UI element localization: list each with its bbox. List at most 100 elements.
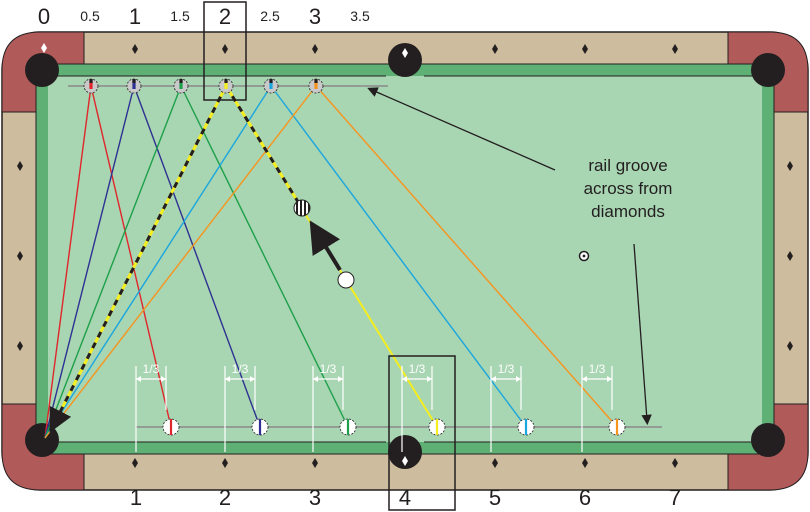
diamond-icon <box>582 44 588 54</box>
pocket-icon <box>751 423 785 457</box>
arrow-icon <box>427 376 432 382</box>
bottom-label-4: 4 <box>399 485 411 510</box>
diamond-icon <box>492 44 498 54</box>
top-labels: 0 0.5 1 1.5 2 2.5 3 3.5 <box>38 4 370 29</box>
diamond-icon <box>312 44 318 54</box>
arrow-icon <box>309 220 342 272</box>
diamond-icon <box>17 341 23 351</box>
diamond-icon <box>41 43 47 53</box>
cloth <box>48 76 762 442</box>
ball-stripe-top <box>132 79 136 83</box>
bottom-label-2: 2 <box>219 485 231 510</box>
shot-line-orange-a <box>44 85 317 439</box>
diamond-icon <box>132 458 138 468</box>
shot-line-blue-b <box>133 85 261 428</box>
shot-line-cyan-a <box>44 85 272 439</box>
spot-center <box>582 254 586 258</box>
arrow-icon <box>225 376 230 382</box>
dashed-path-yellow-b <box>224 85 302 206</box>
top-label-1: 1 <box>129 4 141 29</box>
bottom-label-7: 7 <box>669 485 681 510</box>
diamond-icon <box>402 456 408 466</box>
pockets <box>25 43 785 469</box>
bottom-label-3: 3 <box>309 485 321 510</box>
shot-line-red-a <box>44 85 92 439</box>
pocket-icon <box>25 423 59 457</box>
arrow-icon <box>607 376 612 382</box>
arrow-icon <box>136 376 141 382</box>
annotation-line-2: across from <box>584 179 673 198</box>
diamond-icon <box>492 458 498 468</box>
pocket-icon <box>388 435 422 469</box>
ball-stripe-top <box>89 79 93 83</box>
third-label: 1/3 <box>143 362 160 376</box>
top-label-2: 2 <box>219 4 231 29</box>
ball-stripe <box>179 79 183 89</box>
table-frame <box>1 31 809 491</box>
diamond-icon <box>312 458 318 468</box>
diamond-icon <box>132 44 138 54</box>
ball-stripe <box>224 79 228 89</box>
rail-diamonds <box>17 44 793 468</box>
bottom-label-5: 5 <box>489 485 501 510</box>
pocket-icon <box>25 53 59 87</box>
arrow-icon <box>338 376 343 382</box>
arrow-icon <box>313 376 318 382</box>
pocket-icon <box>388 43 422 77</box>
top-label-1-5: 1.5 <box>170 8 190 24</box>
object-ball-icon <box>293 199 311 217</box>
third-label: 1/3 <box>409 362 426 376</box>
top-label-0-5: 0.5 <box>80 8 100 24</box>
shot-line-cyan-b <box>270 85 527 428</box>
diamond-icon <box>402 48 408 58</box>
arrow-icon <box>161 376 166 382</box>
highlight-box-4 <box>388 355 456 511</box>
ball-stripe <box>269 79 273 89</box>
shot-line-orange-b <box>315 85 618 428</box>
diamond-icon <box>17 161 23 171</box>
annotation-line-1: rail groove <box>588 156 667 175</box>
bottom-labels: 1 2 3 4 5 6 7 <box>130 485 681 510</box>
diamond-icon <box>222 44 228 54</box>
shot-line-green-a <box>44 85 182 439</box>
annotation-arrow-bottom <box>633 243 652 426</box>
annotation-arrow-top <box>367 87 556 171</box>
ball-stripe-top <box>314 79 318 83</box>
shot-line-green-b <box>180 85 349 428</box>
ball-stripe-top <box>269 79 273 83</box>
annotation-line-3: diamonds <box>591 202 665 221</box>
arrow-icon <box>516 376 521 382</box>
diamond-icon <box>582 458 588 468</box>
bottom-label-1: 1 <box>130 485 142 510</box>
arrow-icon <box>582 376 587 382</box>
arrow-icon <box>491 376 496 382</box>
dashed-path-black-a <box>49 85 228 433</box>
third-label: 1/3 <box>320 362 337 376</box>
diamond-icon <box>787 341 793 351</box>
pocket-icon <box>751 53 785 87</box>
top-contact-balls <box>83 78 324 94</box>
diamond-icon <box>787 251 793 261</box>
diamond-icon <box>672 44 678 54</box>
top-label-3-5: 3.5 <box>350 8 370 24</box>
diamond-icon <box>787 161 793 171</box>
third-label: 1/3 <box>232 362 249 376</box>
third-label: 1/3 <box>589 362 606 376</box>
shot-line-red-b <box>90 85 172 428</box>
bottom-label-6: 6 <box>579 485 591 510</box>
top-label-2-5: 2.5 <box>260 8 280 24</box>
arrow-icon <box>250 376 255 382</box>
arrow-icon <box>402 376 407 382</box>
ball-stripe-top <box>179 79 183 83</box>
diamond-icon <box>17 251 23 261</box>
ball-stripe <box>89 79 93 89</box>
third-label: 1/3 <box>498 362 515 376</box>
ball-stripe <box>132 79 136 89</box>
shot-line-blue-a <box>44 85 135 439</box>
highlight-box-2 <box>203 1 247 101</box>
annotation: rail groove across from diamonds <box>367 87 673 426</box>
ball-stripe <box>314 79 318 89</box>
top-label-0: 0 <box>38 4 50 29</box>
